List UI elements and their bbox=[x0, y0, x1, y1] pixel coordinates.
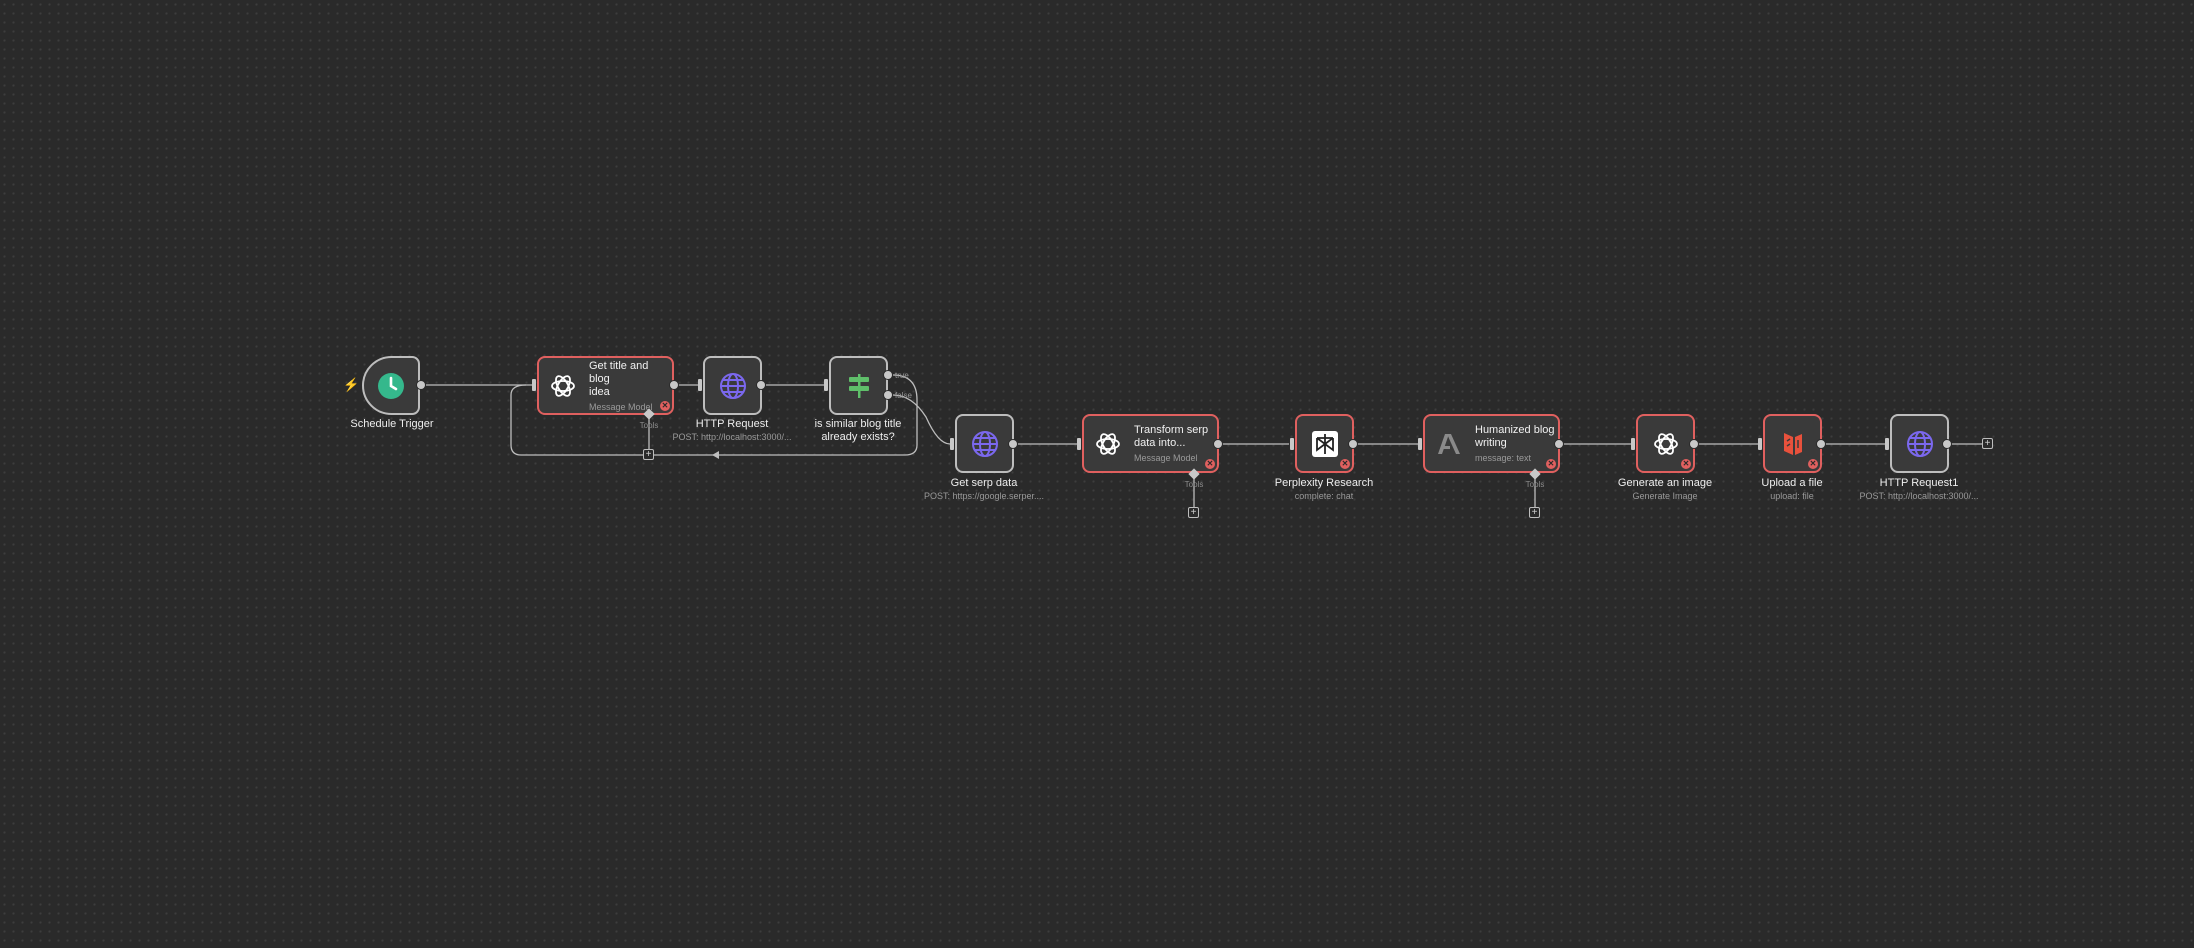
node-http-request1[interactable] bbox=[1890, 414, 1949, 473]
add-tool-button[interactable]: + bbox=[643, 449, 654, 460]
output-port[interactable] bbox=[1942, 439, 1952, 449]
input-port[interactable] bbox=[1077, 438, 1081, 450]
input-port[interactable] bbox=[824, 379, 828, 391]
node-label: HTTP Request bbox=[695, 418, 769, 430]
node-title-line2: writing bbox=[1475, 437, 1507, 449]
output-port-false[interactable] bbox=[883, 390, 893, 400]
node-sublabel: POST: https://google.serper.... bbox=[923, 491, 1045, 501]
tools-label: Tools bbox=[1184, 480, 1204, 489]
node-generate-image[interactable]: ✕ bbox=[1636, 414, 1695, 473]
node-subtitle: Message Model bbox=[1134, 453, 1198, 463]
clock-icon bbox=[375, 370, 407, 402]
output-port[interactable] bbox=[1689, 439, 1699, 449]
openai-icon bbox=[1650, 428, 1682, 460]
globe-icon bbox=[1904, 428, 1936, 460]
add-tool-button[interactable]: + bbox=[1529, 507, 1540, 518]
issue-icon[interactable]: ✕ bbox=[1205, 459, 1215, 469]
issue-icon[interactable]: ✕ bbox=[660, 401, 670, 411]
node-transform-serp[interactable]: Transform serp data into... Message Mode… bbox=[1082, 414, 1219, 473]
trigger-bolt-icon: ⚡ bbox=[343, 377, 360, 392]
node-sublabel: upload: file bbox=[1770, 491, 1814, 501]
node-schedule-trigger[interactable] bbox=[362, 356, 420, 415]
node-perplexity-research[interactable]: ✕ bbox=[1295, 414, 1354, 473]
output-port[interactable] bbox=[756, 380, 766, 390]
node-sublabel: POST: http://localhost:3000/... bbox=[672, 432, 792, 442]
issue-icon[interactable]: ✕ bbox=[1808, 459, 1818, 469]
node-label: Get serp data bbox=[950, 477, 1018, 489]
signpost-icon bbox=[843, 370, 875, 402]
input-port[interactable] bbox=[1290, 438, 1294, 450]
node-sublabel: Generate Image bbox=[1632, 491, 1698, 501]
node-humanized-blog-writing[interactable]: Humanized blog writing message: text ✕ bbox=[1423, 414, 1560, 473]
node-label-line1: is similar blog title bbox=[814, 418, 902, 430]
add-tool-button[interactable]: + bbox=[1188, 507, 1199, 518]
node-http-request[interactable] bbox=[703, 356, 762, 415]
node-label: HTTP Request1 bbox=[1879, 477, 1959, 489]
node-title-line1: Humanized blog bbox=[1475, 424, 1555, 436]
issue-icon[interactable]: ✕ bbox=[1340, 459, 1350, 469]
branch-label-false: false bbox=[895, 391, 912, 400]
node-label: Upload a file bbox=[1761, 477, 1823, 489]
output-port[interactable] bbox=[669, 380, 679, 390]
loop-arrow bbox=[712, 451, 719, 459]
node-label: Schedule Trigger bbox=[350, 418, 434, 430]
issue-icon[interactable]: ✕ bbox=[1546, 459, 1556, 469]
input-port[interactable] bbox=[532, 379, 536, 391]
globe-icon bbox=[969, 428, 1001, 460]
tools-label: Tools bbox=[1525, 480, 1545, 489]
branch-label-true: true bbox=[895, 371, 909, 380]
input-port[interactable] bbox=[1758, 438, 1762, 450]
node-sublabel: POST: http://localhost:3000/... bbox=[1859, 491, 1979, 501]
node-label-line2: already exists? bbox=[821, 431, 895, 443]
node-sublabel: complete: chat bbox=[1294, 491, 1354, 501]
node-title-line1: Transform serp bbox=[1134, 424, 1209, 436]
node-subtitle: message: text bbox=[1475, 453, 1532, 463]
node-get-serp-data[interactable] bbox=[955, 414, 1014, 473]
node-title-line2: idea bbox=[589, 385, 610, 398]
openai-icon bbox=[547, 370, 579, 402]
output-port[interactable] bbox=[1554, 439, 1564, 449]
add-node-button[interactable]: + bbox=[1982, 438, 1993, 449]
output-port[interactable] bbox=[1816, 439, 1826, 449]
node-is-similar-title[interactable] bbox=[829, 356, 888, 415]
edge-false-to-get-serp bbox=[892, 394, 951, 445]
upload-icon bbox=[1777, 428, 1809, 460]
openai-icon bbox=[1092, 428, 1124, 460]
tools-label: Tools bbox=[639, 421, 659, 430]
input-port[interactable] bbox=[698, 379, 702, 391]
node-title-line2: data into... bbox=[1134, 437, 1186, 449]
input-port[interactable] bbox=[950, 438, 954, 450]
output-port[interactable] bbox=[1213, 439, 1223, 449]
output-port[interactable] bbox=[416, 380, 426, 390]
input-port[interactable] bbox=[1885, 438, 1889, 450]
input-port[interactable] bbox=[1418, 438, 1422, 450]
node-upload-file[interactable]: ✕ bbox=[1763, 414, 1822, 473]
anthropic-icon bbox=[1433, 428, 1465, 460]
node-label: Perplexity Research bbox=[1274, 477, 1374, 489]
node-get-title-blog-idea[interactable]: Get title and blog idea Message Model ✕ bbox=[537, 356, 674, 415]
output-port-true[interactable] bbox=[883, 370, 893, 380]
globe-icon bbox=[717, 370, 749, 402]
issue-icon[interactable]: ✕ bbox=[1681, 459, 1691, 469]
input-port[interactable] bbox=[1631, 438, 1635, 450]
node-subtitle: Message Model bbox=[589, 401, 653, 412]
node-label: Generate an image bbox=[1617, 477, 1713, 489]
node-title-line1: Get title and blog bbox=[589, 359, 649, 385]
perplexity-icon bbox=[1309, 428, 1341, 460]
output-port[interactable] bbox=[1008, 439, 1018, 449]
output-port[interactable] bbox=[1348, 439, 1358, 449]
